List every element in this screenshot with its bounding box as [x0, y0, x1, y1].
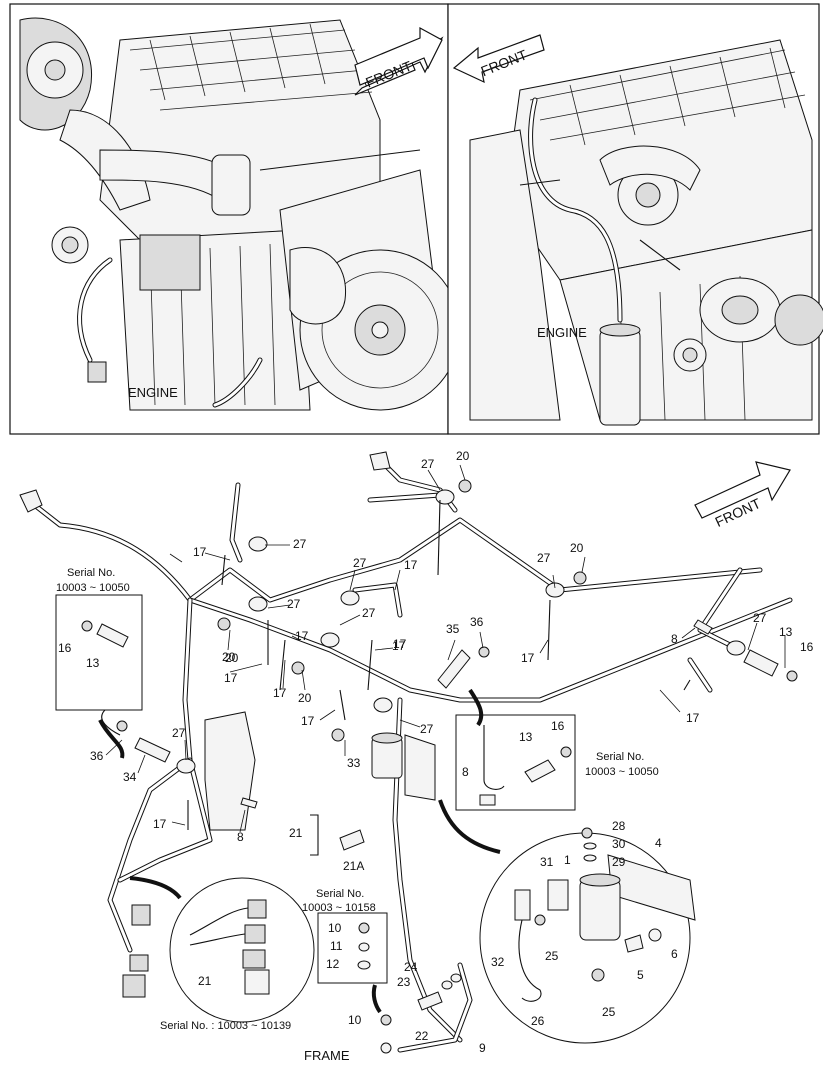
serial-box-c-range: 10003 ~ 10158 [302, 902, 376, 914]
part-17: 17 [404, 558, 418, 572]
part-17: 17 [224, 671, 238, 685]
frame-label: FRAME [304, 1048, 350, 1063]
detail-leader-arrows [98, 688, 501, 1014]
part-20: 20 [298, 691, 312, 705]
top-left-panel: FRONT ENGINE [9, 3, 461, 435]
part-27: 27 [753, 611, 767, 625]
part-34: 34 [123, 770, 137, 784]
part-17: 17 [153, 817, 167, 831]
part-25: 25 [545, 949, 559, 963]
part-28: 28 [612, 819, 626, 833]
detail-bottom-serial: Serial No. : 10003 ~ 10139 [160, 1020, 291, 1032]
part-20: 20 [570, 541, 584, 555]
part-20: 20 [225, 651, 239, 665]
part-27: 27 [172, 726, 186, 740]
part-26: 26 [531, 1014, 545, 1028]
part-17: 17 [295, 629, 309, 643]
part-36: 36 [90, 749, 104, 763]
detail-serial-box-c: Serial No. 10003 ~ 10158 [302, 888, 388, 984]
detail-serial-box-a: Serial No. 10003 ~ 10050 [55, 567, 143, 736]
part-25: 25 [602, 1005, 616, 1019]
part-17: 17 [393, 637, 407, 651]
part-20: 20 [222, 650, 236, 664]
front-arrow-left: FRONT [354, 26, 444, 96]
front-arrow-main: FRONT [694, 461, 791, 530]
part-27: 27 [420, 722, 434, 736]
serial-box-b-range: 10003 ~ 10050 [585, 766, 659, 778]
serial-box-c-title: Serial No. [316, 888, 364, 900]
serial-box-a-title: Serial No. [67, 567, 115, 579]
part-8: 8 [462, 765, 469, 779]
part-27: 27 [287, 597, 301, 611]
part-4: 4 [655, 836, 662, 850]
part-21A: 21A [343, 859, 364, 873]
part-23: 23 [397, 975, 411, 989]
part-17: 17 [686, 711, 700, 725]
part-13: 13 [779, 625, 793, 639]
part-17: 17 [521, 651, 535, 665]
part-number-labels: 27 20 17 27 27 17 27 27 17 17 20 17 17 2… [58, 449, 814, 1063]
part-21: 21 [289, 826, 303, 840]
part-6: 6 [671, 947, 678, 961]
part-17: 17 [193, 545, 207, 559]
part-22: 22 [415, 1029, 429, 1043]
part-10: 10 [328, 921, 342, 935]
part-27: 27 [362, 606, 376, 620]
part-27: 27 [293, 537, 307, 551]
part-16: 16 [800, 640, 814, 654]
part-21: 21 [198, 974, 212, 988]
part-35: 35 [446, 622, 460, 636]
part-5: 5 [637, 968, 644, 982]
part-17: 17 [392, 639, 406, 653]
harness-components [19, 451, 798, 1054]
top-right-panel: FRONT ENGINE [447, 3, 823, 435]
part-30: 30 [612, 837, 626, 851]
part-16: 16 [551, 719, 565, 733]
engine-label-left: ENGINE [128, 385, 178, 400]
part-27: 27 [537, 551, 551, 565]
part-20: 20 [456, 449, 470, 463]
part-24: 24 [404, 960, 418, 974]
part-12: 12 [326, 957, 340, 971]
fuse-bracket-21 [310, 814, 365, 856]
part-8: 8 [237, 830, 244, 844]
part-10: 10 [348, 1013, 362, 1027]
part-9: 9 [479, 1041, 486, 1055]
part-32: 32 [491, 955, 505, 969]
engine-label-right: ENGINE [537, 325, 587, 340]
engine-illustration-right [469, 39, 823, 426]
part-16: 16 [58, 641, 72, 655]
part-31: 31 [540, 855, 554, 869]
part-1: 1 [564, 853, 571, 867]
cable-ties [187, 499, 691, 830]
part-17: 17 [273, 686, 287, 700]
engine-illustration-left [19, 17, 461, 411]
part-33: 33 [347, 756, 361, 770]
part-13: 13 [86, 656, 100, 670]
part-17: 17 [301, 714, 315, 728]
harness-clamps [176, 479, 746, 774]
part-11: 11 [330, 939, 343, 953]
part-36: 36 [470, 615, 484, 629]
part-8: 8 [671, 632, 678, 646]
serial-box-b-title: Serial No. [596, 751, 644, 763]
detail-circle-relay [479, 827, 696, 1044]
detail-serial-box-b: Serial No. 10003 ~ 10050 [455, 714, 659, 811]
detail-circle-connectors: Serial No. : 10003 ~ 10139 [160, 877, 315, 1032]
part-13: 13 [519, 730, 533, 744]
part-27: 27 [353, 556, 367, 570]
serial-box-a-range: 10003 ~ 10050 [56, 582, 130, 594]
part-27: 27 [421, 457, 435, 471]
callout-lines [105, 464, 786, 833]
part-29: 29 [612, 855, 626, 869]
